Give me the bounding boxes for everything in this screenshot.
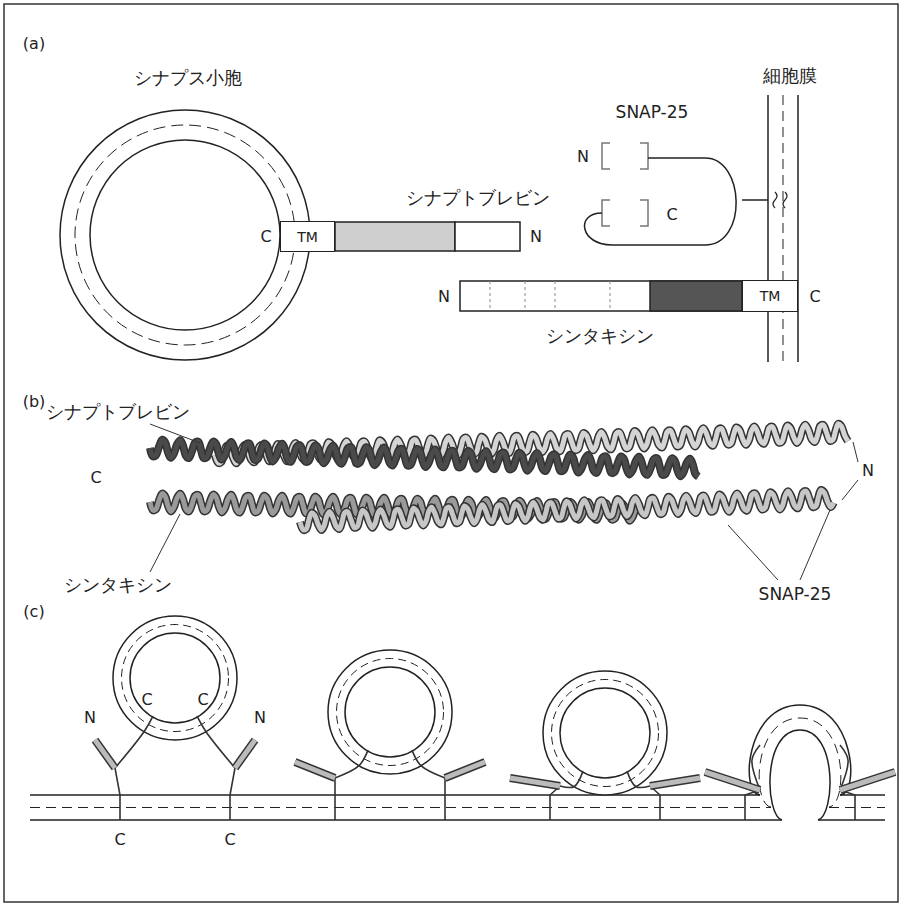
vesicle — [122, 625, 229, 732]
snap25-helix — [300, 490, 834, 530]
cell-membrane — [768, 95, 798, 362]
terminus-letter: N — [254, 709, 266, 727]
fusion-stages — [95, 616, 895, 820]
vesicle — [543, 671, 667, 795]
synaptobrevin-anchor — [752, 745, 760, 790]
syntaxin-anchor — [230, 768, 235, 820]
tm-domain-box: TM — [280, 221, 335, 252]
snare-complex — [295, 762, 335, 778]
synaptobrevin-bar — [335, 222, 520, 251]
terminus-letter: N — [530, 228, 542, 246]
panel-letter: (a) — [23, 35, 45, 53]
terminus-letter: C — [197, 691, 208, 709]
terminus-letter: C — [141, 691, 152, 709]
terminus-letter: C — [260, 228, 271, 246]
snare-complex — [705, 772, 760, 790]
fusion-stage — [295, 650, 485, 820]
synaptic-vesicle — [60, 110, 310, 360]
snare-helix-bundle — [150, 424, 848, 530]
snare-complex — [705, 772, 760, 790]
vesicle — [560, 688, 650, 778]
part-name: SNAP-25 — [759, 585, 832, 604]
snare-complex — [510, 778, 560, 786]
synaptobrevin-anchor — [560, 771, 583, 787]
syntaxin-bar — [460, 281, 742, 311]
syntaxin-anchor — [115, 768, 120, 820]
terminus-letter: C — [666, 206, 677, 224]
syntaxin-anchor — [334, 778, 336, 820]
domain-label: TM — [297, 229, 318, 245]
snare-complex — [295, 762, 335, 778]
terminus-letter: N — [862, 462, 874, 480]
vesicle — [113, 616, 237, 740]
synaptobrevin-anchor — [115, 716, 153, 768]
part-name: シナプス小胞 — [134, 68, 242, 88]
snare-complex — [650, 778, 700, 786]
panel-letter: (c) — [23, 603, 44, 621]
terminus-letter: C — [90, 469, 101, 487]
snap25-schematic — [585, 143, 787, 245]
fusion-stage — [705, 745, 895, 820]
synaptobrevin-anchor — [627, 771, 650, 787]
part-name: シンタキシン — [546, 326, 654, 346]
vesicle — [328, 650, 452, 774]
snare-complex — [235, 740, 255, 768]
snare-complex — [840, 772, 895, 790]
snare-complex — [840, 772, 895, 790]
snare-complex — [95, 740, 115, 768]
tm-domain-box: TM — [742, 280, 798, 312]
part-name: SNAP-25 — [616, 103, 689, 122]
domain-label: TM — [760, 288, 781, 304]
vesicle — [130, 633, 220, 723]
vesicle — [337, 659, 444, 766]
snare-complex — [510, 778, 560, 786]
terminus-letter: C — [809, 288, 820, 306]
snare-complex — [445, 762, 485, 778]
snap25-helix — [300, 490, 834, 530]
vesicle — [552, 680, 659, 787]
synaptobrevin-anchor — [197, 716, 235, 768]
syntaxin-anchor — [444, 778, 446, 820]
syntaxin-anchor — [840, 790, 855, 820]
fusion-stage — [510, 671, 700, 820]
syntaxin-anchor — [650, 786, 660, 820]
terminus-letter: N — [577, 148, 589, 166]
snare-complex — [445, 762, 485, 778]
frame — [4, 4, 898, 902]
vesicle — [345, 667, 435, 757]
snare-complex — [95, 740, 115, 768]
part-name: シナプトブレビン — [46, 402, 190, 422]
part-name: シンタキシン — [64, 575, 172, 595]
synaptobrevin-helix — [150, 440, 698, 477]
snare-complex — [235, 740, 255, 768]
terminus-letter: N — [84, 709, 96, 727]
synaptobrevin-anchor — [412, 750, 445, 778]
terminus-letter: N — [438, 288, 450, 306]
terminus-letter: C — [224, 831, 235, 849]
synaptobrevin-anchor — [840, 745, 848, 790]
part-name: 細胞膜 — [763, 66, 817, 86]
synaptobrevin-helix — [150, 440, 698, 477]
synaptobrevin-anchor — [335, 750, 368, 778]
syntaxin-anchor — [745, 790, 760, 820]
syntaxin-anchor — [550, 786, 560, 820]
terminus-letter: C — [114, 831, 125, 849]
panel-letter: (b) — [23, 393, 46, 411]
leader-lines — [150, 424, 858, 580]
snare-complex — [650, 778, 700, 786]
part-name: シナプトブレビン — [406, 188, 550, 208]
fusion-stage — [95, 616, 255, 820]
